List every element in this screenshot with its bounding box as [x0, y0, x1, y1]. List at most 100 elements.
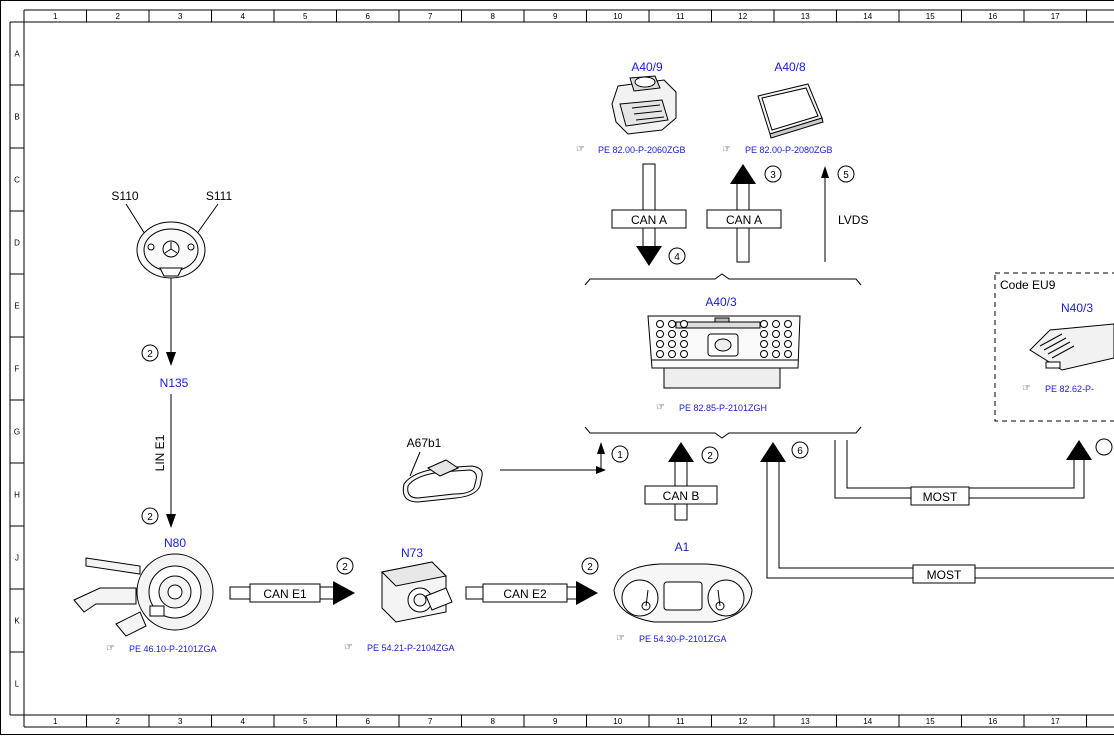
a40-9-label: A40/9	[631, 60, 663, 74]
row-label: K	[14, 617, 20, 626]
component-a67b1: A67b1 1	[402, 436, 629, 503]
a67b1-label: A67b1	[407, 436, 442, 450]
a40-3-label: A40/3	[705, 295, 737, 309]
column-label: 11	[676, 12, 685, 21]
row-label: A	[14, 50, 20, 59]
column-label: 7	[428, 12, 433, 21]
row-label: C	[14, 176, 20, 185]
n80-label: N80	[164, 536, 186, 550]
marker-6: 6	[797, 446, 803, 457]
column-label: 16	[988, 12, 997, 21]
column-label: 7	[428, 717, 433, 726]
column-label: 14	[863, 717, 872, 726]
component-steering-wheel: S110 S111	[111, 189, 233, 279]
column-label: 14	[863, 12, 872, 21]
code-eu9-label: Code EU9	[1000, 278, 1056, 292]
column-label: 12	[738, 717, 747, 726]
bus-lin-e1: LIN E1 2	[141, 394, 176, 528]
column-label: 9	[553, 717, 558, 726]
column-ticks-bottom	[23, 715, 1114, 728]
column-label: 3	[178, 717, 183, 726]
a1-ref: PE 54.30-P-2101ZGA	[639, 634, 727, 644]
column-label: 8	[491, 717, 496, 726]
can-b-label: CAN B	[663, 489, 700, 503]
controller-unit-icon	[611, 75, 677, 135]
column-label: 5	[303, 12, 308, 21]
column-label: 17	[1051, 717, 1060, 726]
instrument-cluster-icon	[613, 563, 753, 623]
column-label: 12	[738, 12, 747, 21]
row-label: B	[14, 113, 19, 122]
row-label: E	[14, 302, 19, 311]
component-n80: N80 ☞ PE 46.10-P-2101ZGA	[73, 536, 217, 654]
column-label: 1	[53, 12, 58, 21]
bus-can-a-up: CAN A 3	[706, 164, 782, 263]
n40-3-ref-icon: ☞	[1022, 383, 1031, 394]
row-ticks	[9, 21, 24, 716]
column-label: 4	[241, 717, 246, 726]
can-e1-label: CAN E1	[263, 587, 307, 601]
a1-label: A1	[675, 540, 690, 554]
column-label: 9	[553, 12, 558, 21]
s110-label: S110	[111, 189, 138, 203]
lvds-label: LVDS	[838, 213, 868, 227]
steering-wheel-icon	[125, 203, 219, 279]
row-label: L	[15, 680, 20, 689]
lin-e1-label: LIN E1	[153, 434, 167, 471]
component-a40-3: A40/3 ☞ PE 82.85-P-2101ZGH	[584, 273, 862, 439]
column-label: 3	[178, 12, 183, 21]
display-screen-icon	[757, 83, 824, 139]
bus-can-e1: CAN E1 2	[229, 557, 355, 605]
marker-2-can-e1: 2	[342, 562, 348, 573]
rain-light-sensor-icon	[402, 459, 483, 503]
head-unit-icon	[647, 315, 801, 389]
row-label: J	[15, 554, 19, 563]
n73-label: N73	[401, 546, 423, 560]
column-label: 11	[676, 717, 685, 726]
bus-can-b: CAN B 2	[644, 442, 719, 521]
bus-most-lower: MOST 6	[760, 441, 1114, 584]
bus-can-a-down: CAN A 4	[611, 163, 687, 266]
n40-3-ref: PE 82.62-P-	[1045, 384, 1094, 394]
can-a-down-label: CAN A	[631, 213, 667, 227]
column-label: 6	[366, 717, 371, 726]
steering-column-module-icon	[73, 553, 214, 637]
column-label: 10	[613, 717, 622, 726]
row-label: D	[14, 239, 20, 248]
column-label: 10	[613, 12, 622, 21]
most-lower-label: MOST	[927, 568, 962, 582]
marker-2-lower: 2	[147, 512, 153, 523]
bus-most-upper: MOST	[834, 438, 1113, 506]
component-a40-8: A40/8 ☞ PE 82.00-P-2080ZGB	[722, 60, 833, 155]
column-label: 8	[491, 12, 496, 21]
can-e2-label: CAN E2	[503, 587, 547, 601]
link-wheel-n135: 2	[141, 278, 176, 366]
marker-5: 5	[843, 170, 849, 181]
column-ticks-top	[23, 9, 1114, 22]
bus-can-e2: CAN E2 2	[465, 557, 599, 605]
s111-label: S111	[206, 189, 233, 203]
marker-4: 4	[674, 252, 680, 263]
column-label: 5	[303, 717, 308, 726]
most-upper-label: MOST	[923, 490, 958, 504]
amplifier-icon	[1029, 323, 1114, 371]
column-label: 1	[53, 717, 58, 726]
code-eu9-box: Code EU9 N40/3 ☞ PE 82.62-P-	[994, 272, 1114, 422]
column-label: 6	[366, 12, 371, 21]
column-label: 4	[241, 12, 246, 21]
n135-label: N135	[160, 376, 189, 390]
a40-9-ref-icon: ☞	[576, 144, 585, 155]
column-label: 2	[116, 12, 121, 21]
bracket-bottom	[584, 426, 862, 439]
a40-3-ref-icon: ☞	[656, 402, 665, 413]
column-label: 13	[801, 12, 810, 21]
a40-8-ref-icon: ☞	[722, 144, 731, 155]
a40-8-ref: PE 82.00-P-2080ZGB	[745, 145, 833, 155]
marker-2-can-b: 2	[707, 451, 713, 462]
n40-3-label: N40/3	[1061, 301, 1093, 315]
